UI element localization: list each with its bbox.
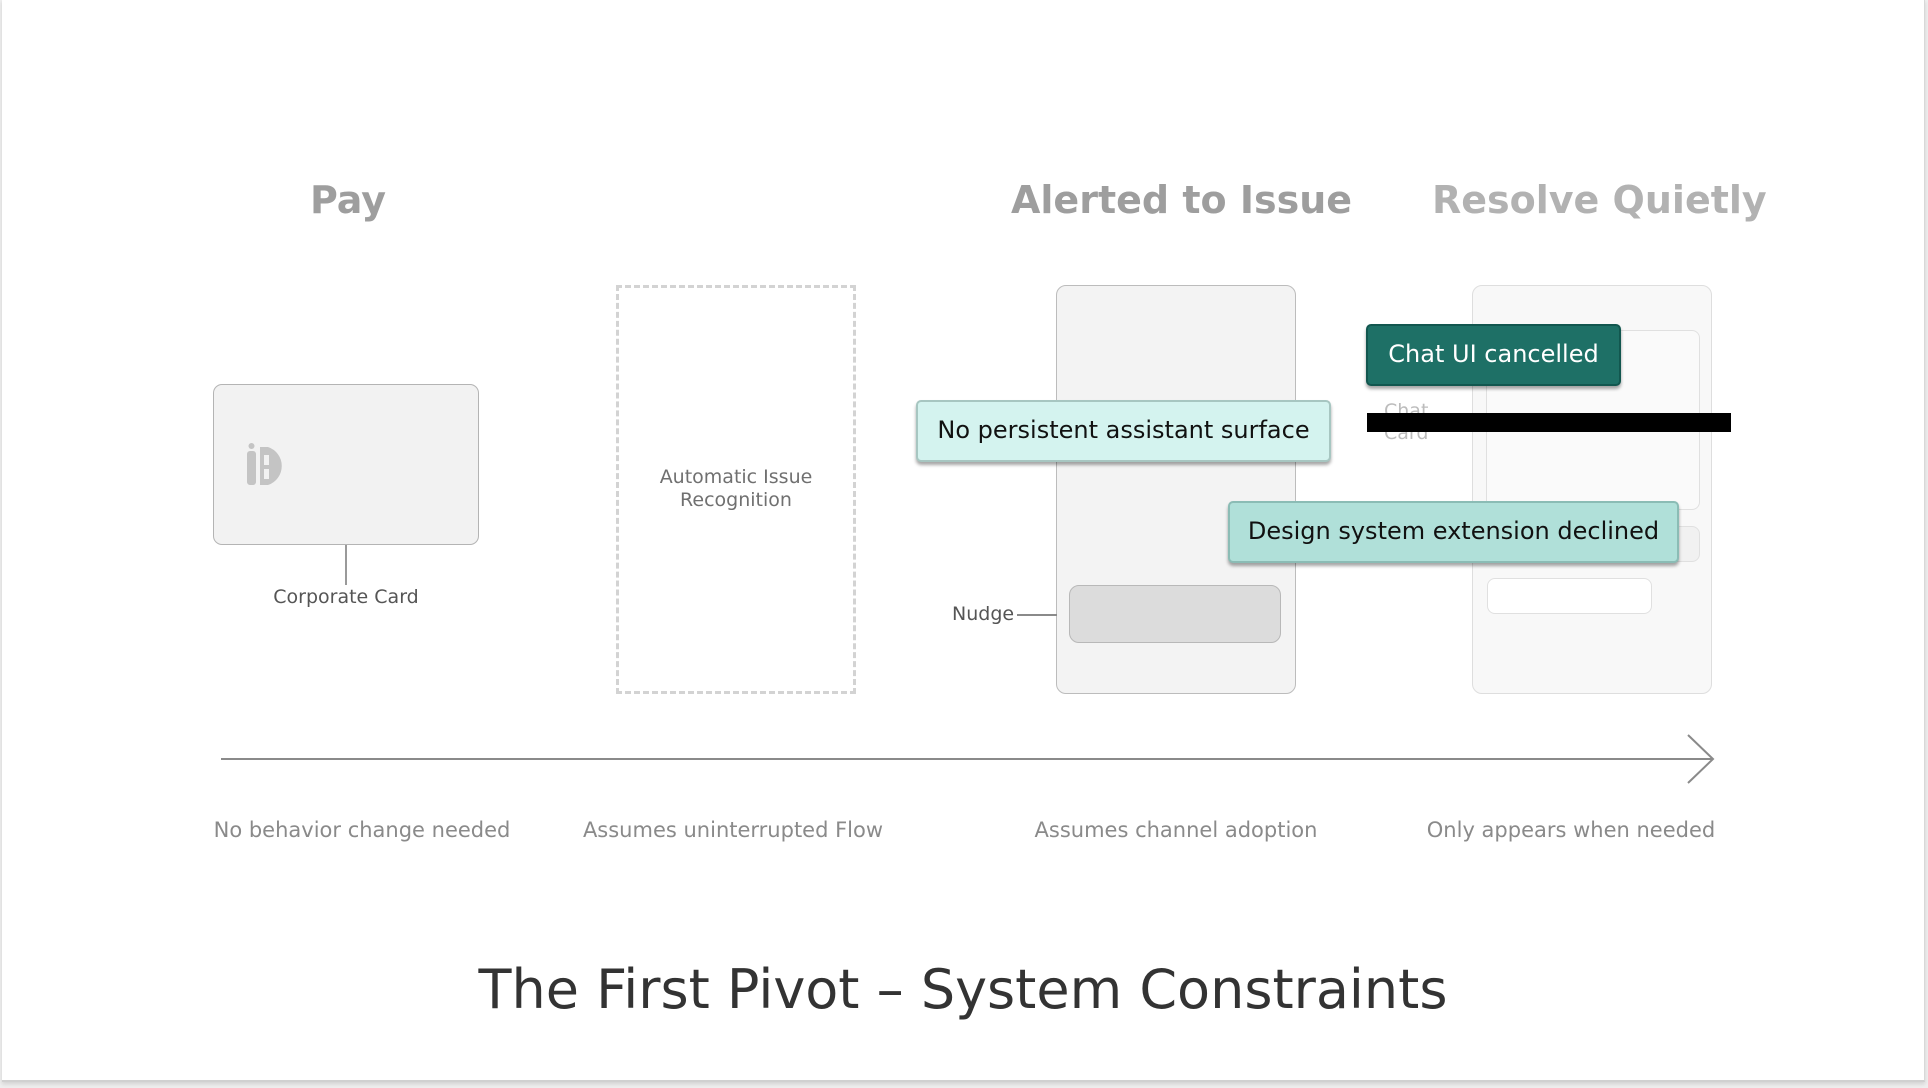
stage-title-alerted: Alerted to Issue <box>1011 178 1353 222</box>
corporate-card-illustration <box>213 384 479 545</box>
corporate-card-label: Corporate Card <box>273 586 419 608</box>
card-logo-icon <box>247 443 282 485</box>
constraint-chat-ui-cancelled: Chat UI cancelled <box>1366 324 1621 386</box>
nudge-notification <box>1069 585 1281 643</box>
constraint-design-system-declined: Design system extension declined <box>1228 501 1679 563</box>
stage-title-resolve: Resolve Quietly <box>1432 178 1767 222</box>
redaction-bar <box>1367 413 1731 432</box>
constraint-no-persistent-surface: No persistent assistant surface <box>916 400 1331 462</box>
chat-input-placeholder <box>1487 578 1652 614</box>
caption-resolve: Only appears when needed <box>1426 818 1716 842</box>
nudge-label: Nudge <box>952 603 1015 625</box>
timeline-line <box>221 758 1712 760</box>
stage-title-pay: Pay <box>309 178 387 222</box>
automatic-issue-placeholder <box>616 285 856 694</box>
timeline-arrow-icon <box>1687 734 1715 784</box>
caption-flow: Assumes uninterrupted Flow <box>582 818 884 842</box>
card-connector-line <box>345 545 347 585</box>
caption-alerted: Assumes channel adoption <box>1034 818 1318 842</box>
automatic-issue-label: Automatic Issue Recognition <box>659 466 813 511</box>
caption-pay: No behavior change needed <box>213 818 511 842</box>
slide-title: The First Pivot – System Constraints <box>478 958 1448 1021</box>
nudge-connector-line <box>1017 614 1057 616</box>
